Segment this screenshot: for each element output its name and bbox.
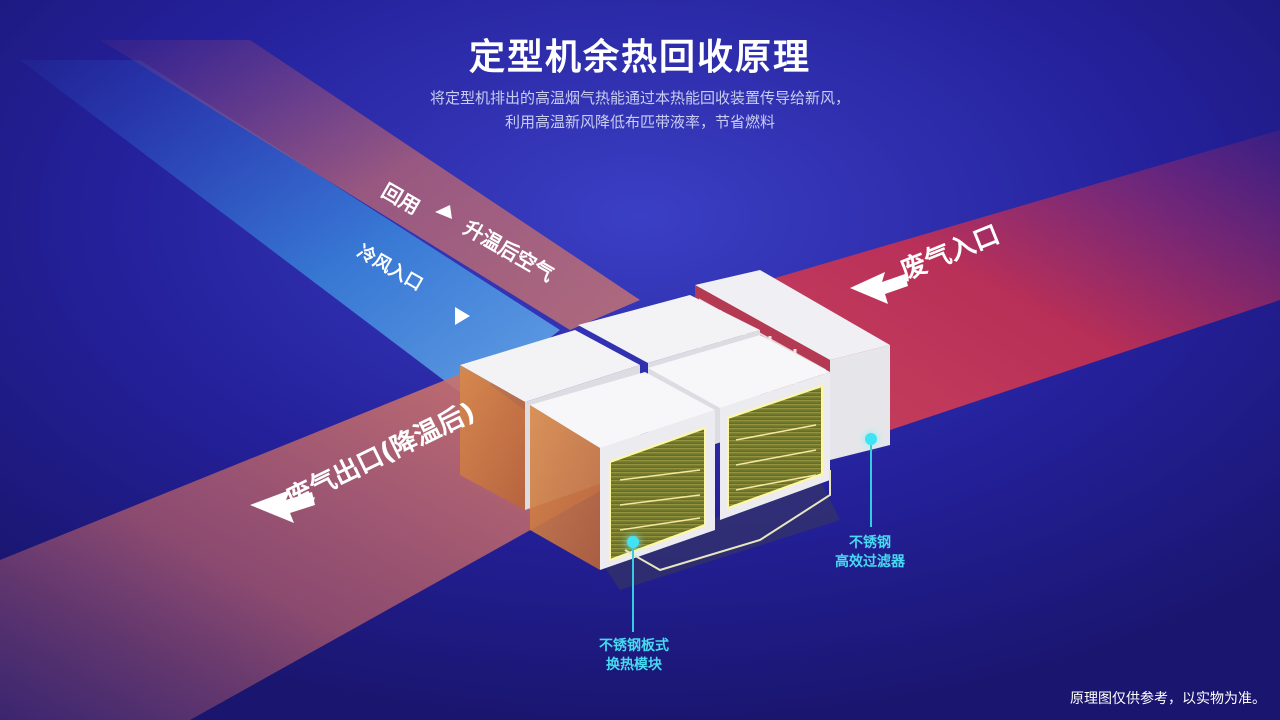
disclaimer-text: 原理图仅供参考，以实物为准。 — [1070, 691, 1266, 707]
page-subtitle: 将定型机排出的高温烟气热能通过本热能回收装置传导给新风， 利用高温新风降低布匹带… — [0, 86, 1280, 134]
module-leader-line — [632, 548, 634, 632]
filter-leader-line — [870, 445, 872, 527]
filter-callout: 不锈钢 高效过滤器 — [818, 534, 922, 572]
exhaust-outlet-arrow — [250, 490, 315, 523]
module-callout: 不锈钢板式 换热模块 — [576, 637, 692, 675]
filter-callout-line-1: 不锈钢 — [849, 535, 891, 551]
subtitle-line-1: 将定型机排出的高温烟气热能通过本热能回收装置传导给新风， — [429, 89, 850, 107]
page-title: 定型机余热回收原理 — [468, 37, 811, 78]
module-front-right — [648, 335, 830, 520]
module-marker-dot — [627, 536, 639, 548]
reuse-arrow — [435, 205, 452, 219]
airflow-path — [624, 470, 831, 572]
module-callout-line-2: 换热模块 — [606, 657, 662, 673]
module-front-left — [530, 372, 715, 570]
filter-callout-line-2: 高效过滤器 — [835, 554, 905, 570]
heated-air-duct — [100, 40, 640, 330]
filter-marker-dot — [865, 433, 877, 445]
exhaust-inlet-arrow — [850, 272, 908, 304]
cold-inlet-arrow — [455, 307, 470, 325]
module-shadow — [600, 480, 840, 590]
cold-air-duct — [20, 60, 560, 400]
subtitle-line-2: 利用高温新风降低布匹带液率，节省燃料 — [504, 113, 775, 131]
module-callout-line-1: 不锈钢板式 — [599, 638, 669, 654]
